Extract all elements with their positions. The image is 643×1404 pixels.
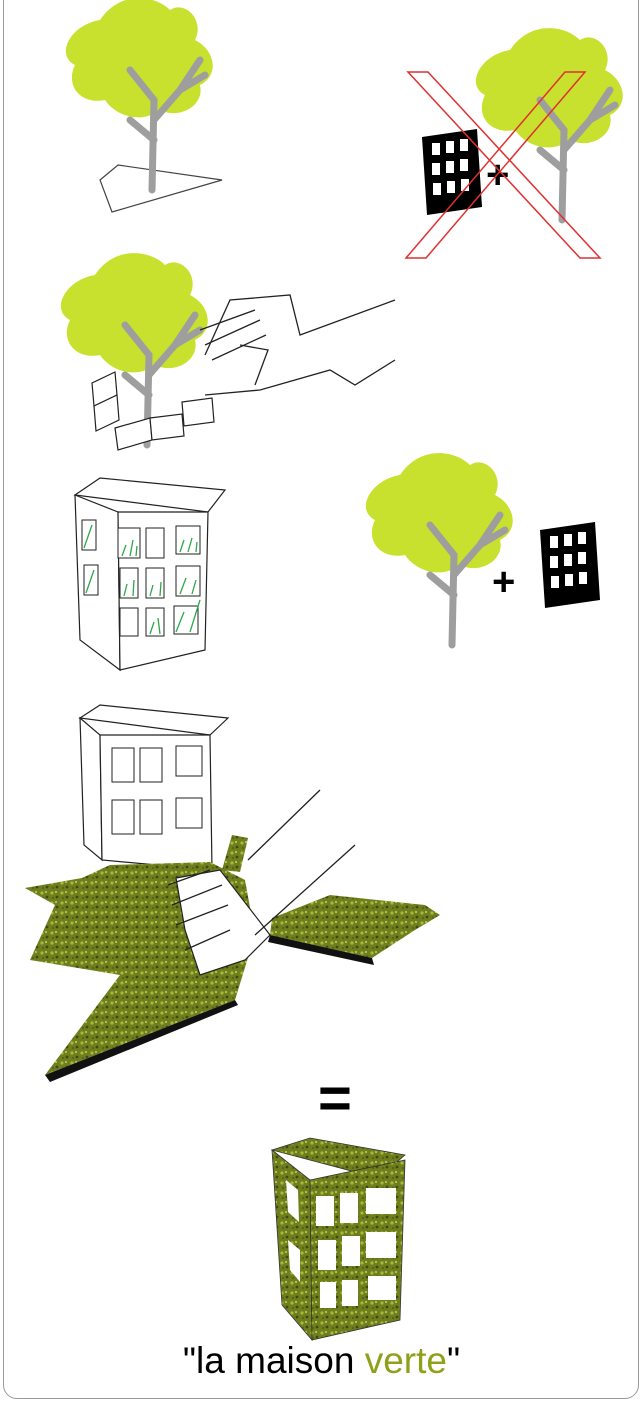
equals-symbol: = [318, 1066, 352, 1131]
grass-building-illustration [272, 1138, 405, 1340]
hand-laying-grass-illustration [25, 705, 440, 1082]
tree-on-plot-illustration [66, 0, 222, 212]
building-with-grass-windows-illustration [75, 478, 225, 670]
hand-building-wall-illustration [61, 253, 395, 450]
caption-text: "la maison verte" [0, 1340, 643, 1382]
crossed-building-plus-tree-illustration: + [406, 28, 623, 258]
caption-highlight: verte [365, 1340, 447, 1381]
plus-symbol-2: + [492, 560, 515, 604]
tree-plus-building-illustration: + [366, 453, 600, 645]
